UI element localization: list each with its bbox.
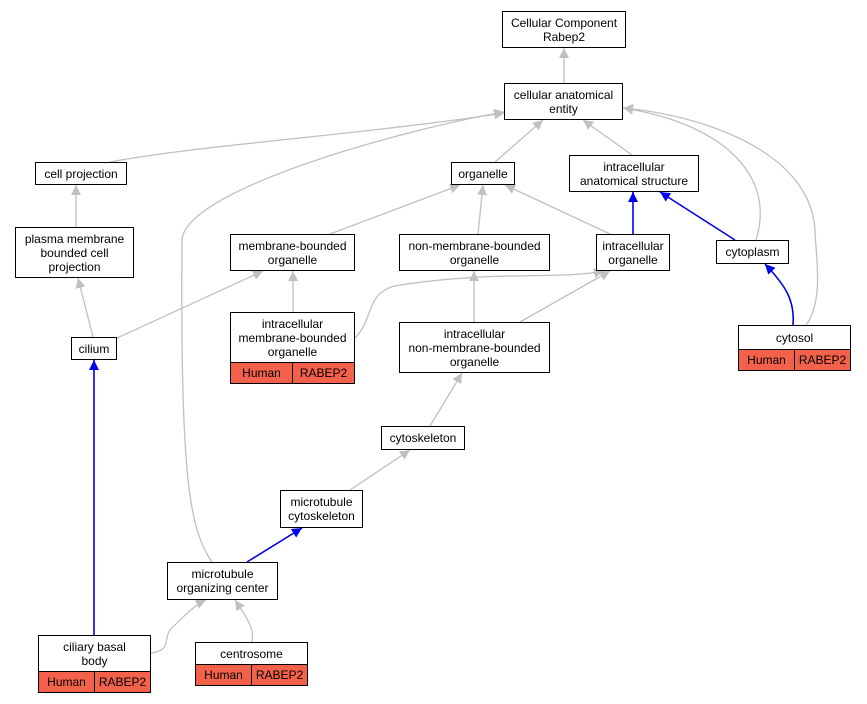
annotation-row: Human RABEP2: [739, 349, 850, 370]
node-label: organelle: [458, 166, 508, 181]
node-intracellular-anatomical-structure[interactable]: intracellular anatomical structure: [569, 155, 699, 192]
edge-is-a-mtoc-to-cae: [181, 108, 505, 563]
gene-cell: RABEP2: [251, 665, 307, 685]
edge-is-a-cbb-to-mtoc: [150, 599, 207, 654]
node-label: intracellular organelle: [602, 238, 664, 267]
annotation-row: Human RABEP2: [196, 664, 307, 685]
edge-is-a-cell_projection-to-cae: [109, 109, 505, 163]
edge-is-a-cilium-to-pmbcp: [75, 277, 94, 338]
node-label: cytosol: [775, 330, 814, 345]
edge-part-of-mtoc-to-mtcs: [246, 527, 303, 563]
edge-is-a-ias-to-cae: [582, 119, 633, 156]
node-label: intracellular non-membrane-bounded organ…: [408, 326, 541, 369]
node-cytosol[interactable]: cytosol Human RABEP2: [738, 325, 851, 371]
edge-is-a-cytosol-to-cae: [622, 103, 819, 326]
edge-is-a-imbo-to-io: [354, 268, 605, 339]
node-cytoplasm[interactable]: cytoplasm: [716, 240, 789, 264]
annotation-row: Human RABEP2: [39, 671, 150, 692]
edge-is-a-organelle-to-cae: [494, 119, 544, 163]
node-intracellular-membrane-bounded-organelle[interactable]: intracellular membrane-bounded organelle…: [230, 312, 355, 384]
node-label: cytoplasm: [725, 245, 780, 259]
edge-is-a-cytoplasm-to-cae: [622, 104, 761, 241]
node-intracellular-organelle[interactable]: intracellular organelle: [596, 234, 670, 271]
edge-part-of-cytosol-to-cytoplasm: [764, 263, 795, 326]
node-label: ciliary basal body: [63, 639, 126, 668]
node-intracellular-non-membrane-bounded-organelle[interactable]: intracellular non-membrane-bounded organ…: [399, 322, 550, 373]
node-plasma-membrane-bounded-cell-projection[interactable]: plasma membrane bounded cell projection: [15, 227, 134, 278]
node-label: Cellular Component Rabep2: [510, 15, 618, 44]
gene-cell: RABEP2: [794, 350, 850, 370]
node-label: cell projection: [44, 166, 118, 181]
edge-is-a-mbo-to-organelle: [329, 183, 461, 235]
node-label: membrane-bounded organelle: [238, 238, 347, 267]
node-label: cilium: [78, 341, 110, 356]
edge-is-a-centrosome-to-mtoc: [234, 599, 254, 643]
node-microtubule-organizing-center[interactable]: microtubule organizing center: [167, 562, 278, 600]
node-label: cellular anatomical entity: [513, 87, 614, 116]
edge-is-a-cilium-to-mbo: [116, 270, 264, 339]
edge-is-a-io-to-organelle: [504, 184, 611, 235]
node-label: intracellular anatomical structure: [579, 159, 689, 188]
node-cytoskeleton[interactable]: cytoskeleton: [381, 426, 465, 450]
node-label: microtubule organizing center: [176, 567, 269, 595]
node-label: microtubule cytoskeleton: [288, 495, 355, 523]
node-cell-projection[interactable]: cell projection: [35, 162, 127, 185]
node-ciliary-basal-body[interactable]: ciliary basal body Human RABEP2: [38, 635, 151, 693]
edge-is-a-nmbo-to-organelle: [477, 184, 487, 235]
species-cell: Human: [242, 366, 281, 380]
edge-is-a-mtcs-to-cytoskeleton: [349, 449, 411, 491]
node-label: cytoskeleton: [389, 431, 457, 445]
species-cell: Human: [47, 675, 86, 689]
edge-is-a-cytoskeleton-to-inmbo: [429, 372, 463, 427]
annotation-row: Human RABEP2: [231, 362, 354, 383]
edge-is-a-inmbo-to-io: [519, 270, 611, 323]
node-organelle[interactable]: organelle: [451, 162, 515, 185]
node-label: intracellular membrane-bounded organelle: [238, 316, 347, 359]
node-label: plasma membrane bounded cell projection: [24, 231, 125, 274]
node-non-membrane-bounded-organelle[interactable]: non-membrane-bounded organelle: [399, 234, 550, 271]
species-cell: Human: [747, 353, 786, 367]
node-label: non-membrane-bounded organelle: [408, 238, 541, 267]
edge-layer: [71, 48, 819, 654]
species-cell: Human: [204, 668, 243, 682]
gene-cell: RABEP2: [292, 363, 354, 383]
gene-cell: RABEP2: [94, 672, 150, 692]
node-centrosome[interactable]: centrosome Human RABEP2: [195, 642, 308, 686]
node-membrane-bounded-organelle[interactable]: membrane-bounded organelle: [230, 234, 355, 271]
node-microtubule-cytoskeleton[interactable]: microtubule cytoskeleton: [280, 490, 363, 528]
node-label: centrosome: [220, 646, 283, 661]
node-cellular-component-rabep2[interactable]: Cellular Component Rabep2: [502, 11, 626, 48]
node-cellular-anatomical-entity[interactable]: cellular anatomical entity: [504, 83, 623, 120]
edge-part-of-cytoplasm-to-ias: [659, 191, 736, 241]
node-cilium[interactable]: cilium: [71, 337, 117, 360]
